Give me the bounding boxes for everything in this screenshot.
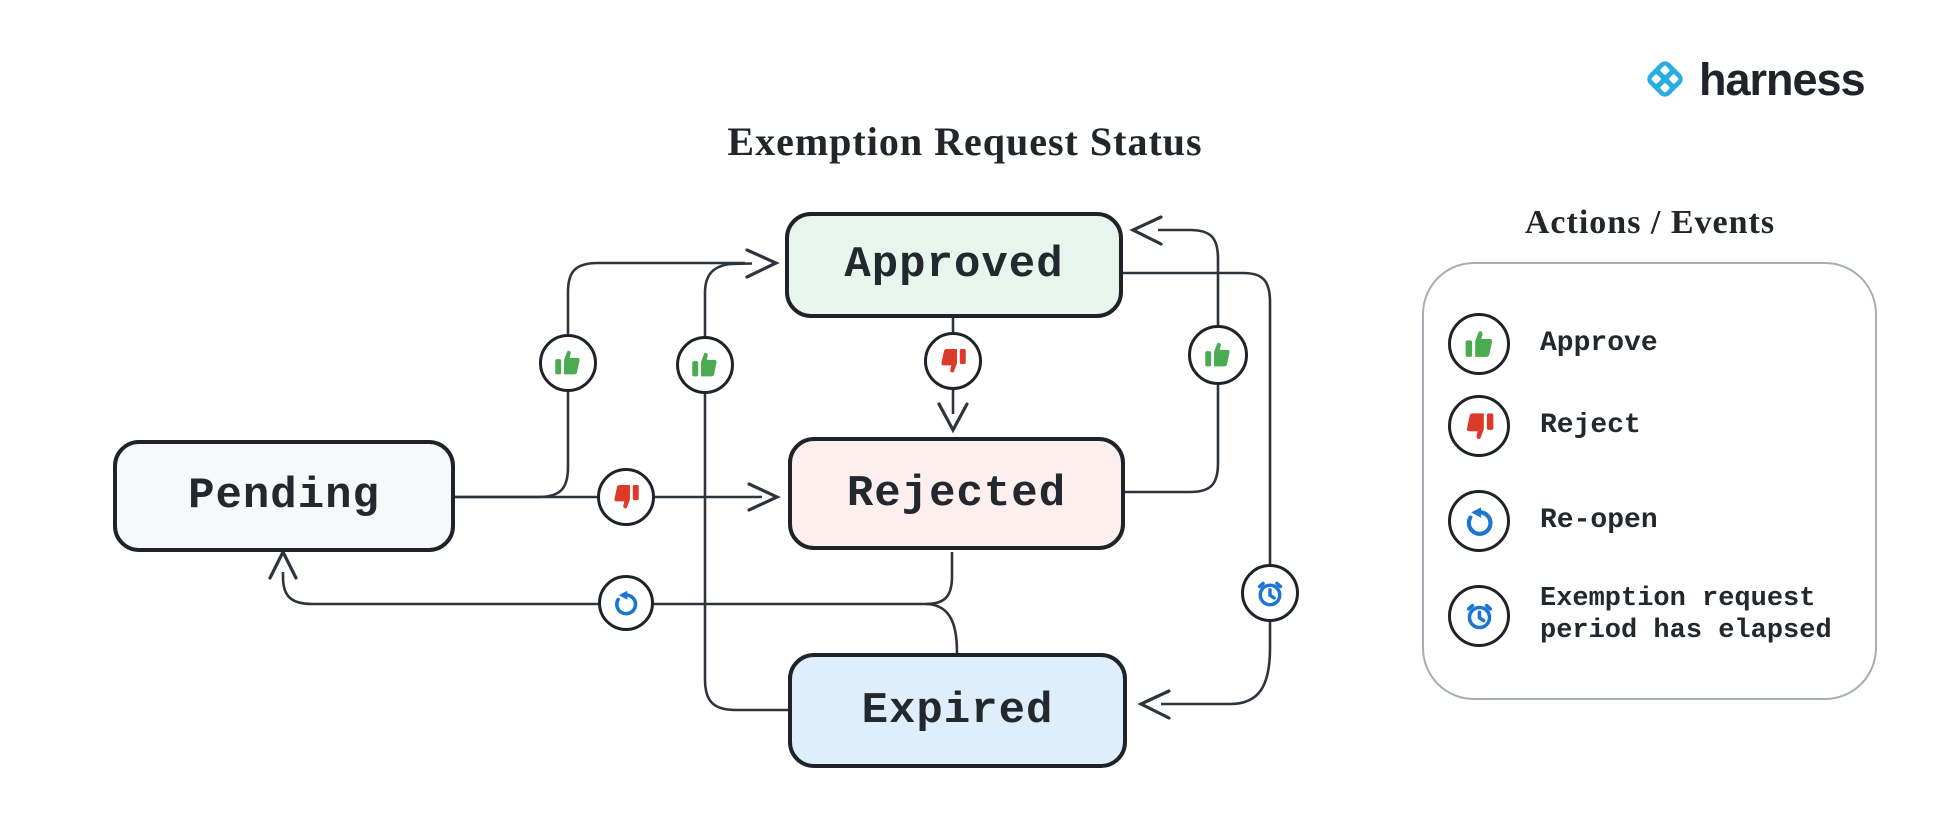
legend-title: Actions / Events <box>1524 204 1776 241</box>
state-box-pending: Pending <box>113 440 455 552</box>
state-label-approved: Approved <box>844 240 1064 290</box>
thumb-down-icon <box>1461 408 1498 445</box>
legend-label-elapsed: Exemption request period has elapsed <box>1540 584 1832 646</box>
arrowhead-into-approved-left-icon <box>745 248 780 279</box>
legend-label-reject: Reject <box>1540 410 1641 442</box>
arrowhead-into-pending-bottom-icon <box>268 548 298 580</box>
action-node-approve-1 <box>539 334 597 392</box>
legend-panel: Approve Reject Re-open Exemption request… <box>1422 262 1877 700</box>
arrowhead-into-expired-right-icon <box>1137 689 1171 720</box>
re-open-icon <box>1461 503 1498 540</box>
action-node-approve-2 <box>676 336 734 394</box>
edge-approved-expired <box>1123 271 1272 706</box>
legend-label-approve: Approve <box>1540 328 1658 360</box>
legend-item-reject: Reject <box>1448 395 1858 457</box>
action-node-approve-3 <box>1188 325 1248 385</box>
legend-label-reopen: Re-open <box>1540 505 1658 537</box>
arrowhead-into-approved-right-icon <box>1129 215 1163 246</box>
action-node-reject-1 <box>924 332 982 390</box>
harness-brand: harness <box>1638 46 1866 112</box>
state-label-rejected: Rejected <box>846 468 1067 519</box>
legend-item-approve: Approve <box>1448 313 1858 375</box>
thumb-up-icon <box>1461 326 1498 363</box>
brand-name: harness <box>1699 53 1866 105</box>
alarm-clock-icon <box>1461 597 1498 634</box>
arrowhead-into-rejected-left-icon <box>747 482 781 512</box>
legend-item-elapsed: Exemption request period has elapsed <box>1448 584 1858 648</box>
state-box-rejected: Rejected <box>788 437 1125 550</box>
edge-reopen-to-pending <box>281 572 930 606</box>
state-label-expired: Expired <box>861 685 1054 736</box>
state-label-pending: Pending <box>188 471 380 521</box>
action-node-reject-2 <box>597 468 655 526</box>
edge-expired-to-reopen-line <box>927 602 959 654</box>
legend-item-reopen: Re-open <box>1448 490 1858 552</box>
state-box-approved: Approved <box>785 212 1123 318</box>
arrowhead-into-rejected-top-icon <box>937 402 969 434</box>
harness-logo-icon <box>1647 61 1683 97</box>
action-node-reopen <box>598 575 654 631</box>
state-box-expired: Expired <box>788 653 1127 768</box>
edge-expired-approved <box>703 262 788 712</box>
edge-rejected-to-reopen-line <box>925 552 954 606</box>
action-node-elapsed <box>1241 564 1299 622</box>
diagram-title: Exemption Request Status <box>727 119 1203 164</box>
